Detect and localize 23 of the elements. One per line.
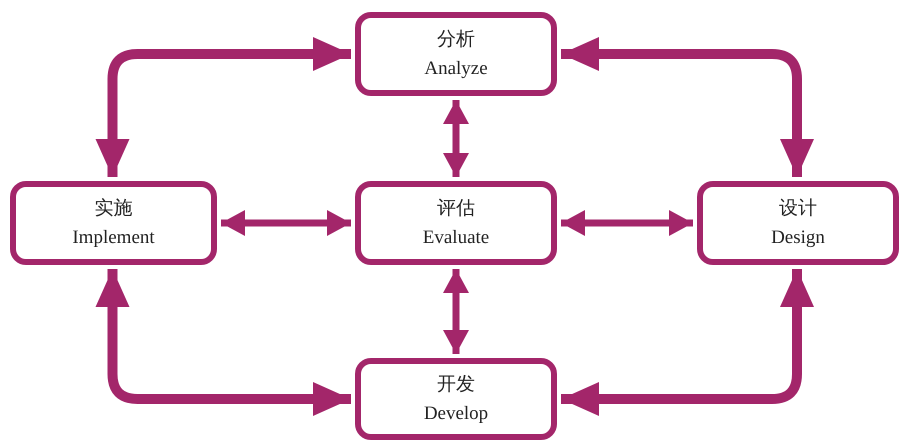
double-arrow [96,269,351,416]
box-title: 评估 [437,196,475,221]
box-subtitle: Analyze [424,57,488,81]
box-subtitle: Design [771,226,825,250]
box-title: 分析 [437,27,475,52]
box-title: 设计 [779,196,817,221]
box-subtitle: Evaluate [422,226,490,250]
double-arrow [443,100,469,177]
box-subtitle: Develop [424,402,488,426]
double-arrow [561,37,814,177]
double-arrow [561,269,814,416]
process-box [355,181,557,265]
box-title: 开发 [437,372,475,397]
double-arrow [96,37,351,177]
box-subtitle: Implement [72,226,155,250]
process-box [697,181,899,265]
double-arrow [443,269,469,354]
double-arrow [221,210,351,236]
process-box [355,12,557,96]
process-box [10,181,217,265]
double-arrow [561,210,693,236]
process-box [355,358,557,440]
box-title: 实施 [94,196,132,221]
